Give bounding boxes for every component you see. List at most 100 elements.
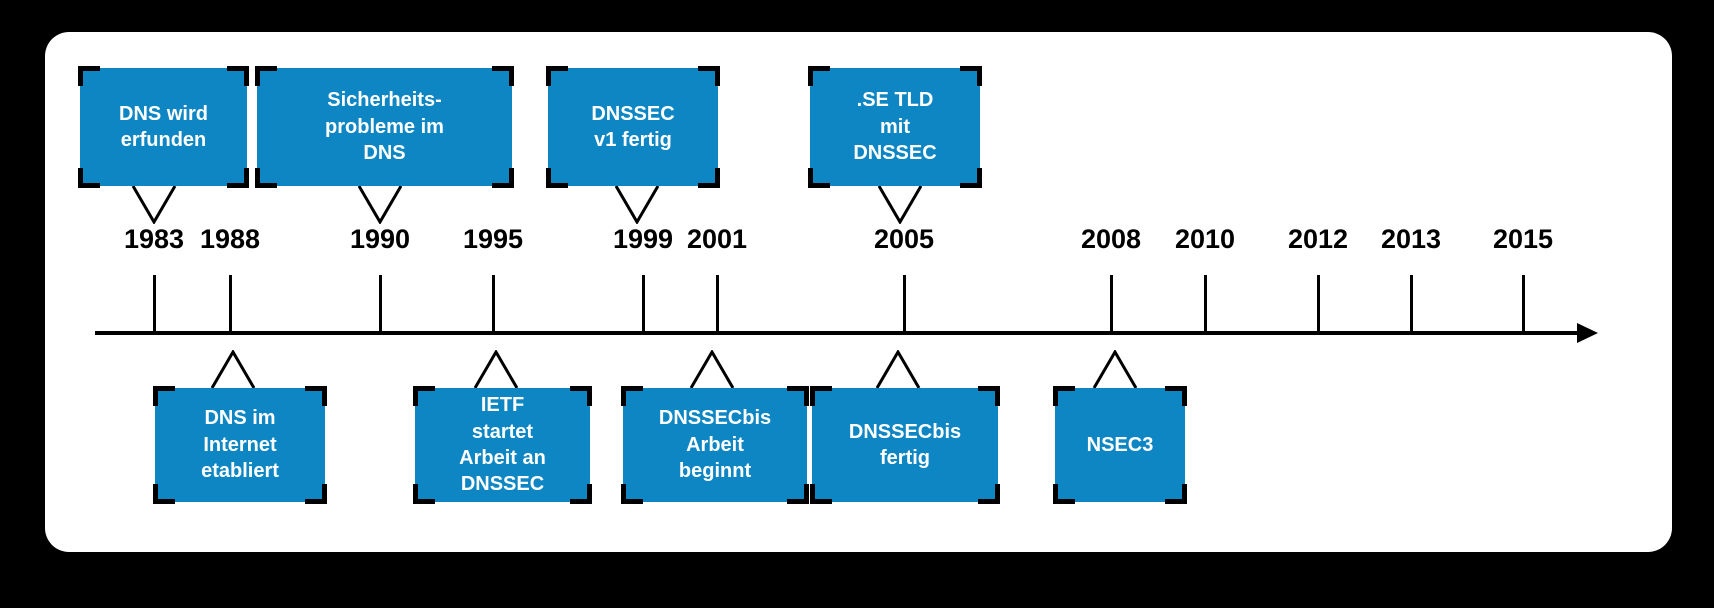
year-label-1990: 1990 xyxy=(349,224,411,254)
year-label-2015: 2015 xyxy=(1492,224,1554,254)
corner-bracket-br-icon xyxy=(787,484,809,504)
corner-bracket-tl-icon xyxy=(413,386,435,406)
corner-bracket-br-icon xyxy=(698,168,720,188)
year-label-2001: 2001 xyxy=(686,224,748,254)
year-tick-1995 xyxy=(492,275,495,333)
corner-bracket-tl-icon xyxy=(546,66,568,86)
corner-bracket-bl-icon xyxy=(1053,484,1075,504)
event-label-line: erfunden xyxy=(120,129,207,151)
event-label-line: etabliert xyxy=(201,460,279,483)
pointer-down-icon xyxy=(357,186,403,224)
corner-bracket-bl-icon xyxy=(153,484,175,504)
corner-bracket-tr-icon xyxy=(787,386,809,406)
corner-bracket-tr-icon xyxy=(978,386,1000,406)
event-label-line: beginnt xyxy=(678,460,752,483)
event-label-line: .SE TLD xyxy=(856,89,934,112)
year-tick-2008 xyxy=(1110,275,1113,333)
year-label-1999: 1999 xyxy=(612,224,674,254)
year-tick-2013 xyxy=(1410,275,1413,333)
corner-bracket-tl-icon xyxy=(78,66,100,86)
year-label-2012: 2012 xyxy=(1287,224,1349,254)
event-box-fill xyxy=(623,388,807,502)
event-box-fill xyxy=(155,388,325,502)
event-label-line: mit xyxy=(880,115,910,138)
event-label: DNSSEC v1 fertig xyxy=(548,101,718,154)
event-label-line: probleme im xyxy=(325,115,444,138)
year-tick-1988 xyxy=(229,275,232,333)
pointer-up-icon xyxy=(210,350,256,388)
year-tick-1999 xyxy=(642,275,645,333)
year-tick-2005 xyxy=(903,275,906,333)
corner-bracket-bl-icon xyxy=(621,484,643,504)
event-label: DNS wird erfunden xyxy=(80,101,247,154)
year-label-1988: 1988 xyxy=(199,224,261,254)
corner-bracket-tl-icon xyxy=(621,386,643,406)
year-tick-2001 xyxy=(716,275,719,333)
event-box-fill xyxy=(548,68,718,186)
corner-bracket-tr-icon xyxy=(698,66,720,86)
corner-bracket-tr-icon xyxy=(305,386,327,406)
event-label-line: startet xyxy=(471,420,534,443)
year-label-2013: 2013 xyxy=(1380,224,1442,254)
event-label-line: DNSSEC xyxy=(460,473,545,496)
event-box-fill xyxy=(257,68,512,186)
corner-bracket-tr-icon xyxy=(960,66,982,86)
event-label-line: DNSSECbis xyxy=(658,407,772,430)
corner-bracket-tr-icon xyxy=(1165,386,1187,406)
corner-bracket-tr-icon xyxy=(227,66,249,86)
event-label-line: Arbeit xyxy=(686,433,744,456)
year-label-2010: 2010 xyxy=(1174,224,1236,254)
event-box-fill xyxy=(1055,388,1185,502)
year-tick-1990 xyxy=(379,275,382,333)
corner-bracket-bl-icon xyxy=(808,168,830,188)
event-box-nsec3: NSEC3 xyxy=(1053,386,1187,504)
corner-bracket-bl-icon xyxy=(413,484,435,504)
year-tick-1983 xyxy=(153,275,156,333)
pointer-down-icon xyxy=(131,186,177,224)
corner-bracket-br-icon xyxy=(492,168,514,188)
event-label-line: fertig xyxy=(880,447,930,469)
corner-bracket-bl-icon xyxy=(546,168,568,188)
year-label-2005: 2005 xyxy=(873,224,935,254)
corner-bracket-tl-icon xyxy=(1053,386,1075,406)
event-box-fill xyxy=(810,68,980,186)
year-label-1983: 1983 xyxy=(123,224,185,254)
event-box-fill xyxy=(415,388,590,502)
corner-bracket-bl-icon xyxy=(810,484,832,504)
pointer-up-icon xyxy=(875,350,921,388)
pointer-down-icon xyxy=(877,186,923,224)
event-label-line: NSEC3 xyxy=(1086,433,1154,456)
event-label-line: Sicherheits- xyxy=(327,89,442,112)
corner-bracket-br-icon xyxy=(978,484,1000,504)
event-label-line: DNSSEC xyxy=(853,142,937,165)
event-label-line: IETF xyxy=(480,394,525,417)
year-label-2008: 2008 xyxy=(1080,224,1142,254)
corner-bracket-tl-icon xyxy=(810,386,832,406)
event-label-line: DNSSEC xyxy=(591,102,675,125)
timeline-line xyxy=(95,331,1577,335)
corner-bracket-br-icon xyxy=(570,484,592,504)
event-label-line: v1 fertig xyxy=(594,129,672,151)
year-tick-2015 xyxy=(1522,275,1525,333)
corner-bracket-tr-icon xyxy=(570,386,592,406)
event-box-dnssec-v1-fertig: DNSSEC v1 fertig xyxy=(546,66,720,188)
corner-bracket-tl-icon xyxy=(255,66,277,86)
pointer-down-icon xyxy=(614,186,660,224)
event-label-line: Arbeit an xyxy=(459,447,546,469)
corner-bracket-br-icon xyxy=(960,168,982,188)
pointer-up-icon xyxy=(689,350,735,388)
year-tick-2012 xyxy=(1317,275,1320,333)
event-label: NSEC3 xyxy=(1055,432,1185,458)
event-label-line: Internet xyxy=(203,433,277,456)
corner-bracket-br-icon xyxy=(227,168,249,188)
event-box-fill xyxy=(812,388,998,502)
event-label-line: DNS wird xyxy=(119,102,208,125)
